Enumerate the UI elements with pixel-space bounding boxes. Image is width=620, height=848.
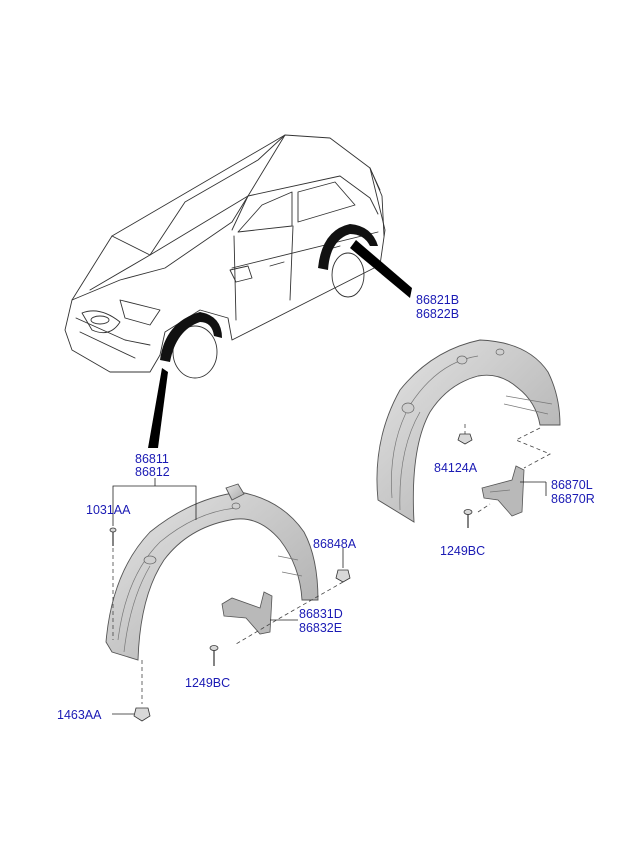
label-86822B: 86822B	[416, 307, 459, 321]
rear-dash-guide	[515, 427, 551, 469]
label-86831D: 86831D	[299, 607, 343, 621]
front-screw	[209, 645, 219, 666]
rear-wheel-liner	[376, 339, 561, 523]
front-bracket	[112, 478, 197, 526]
front-mud-flap	[221, 591, 273, 635]
front-wheel-liner	[105, 483, 319, 661]
label-86811: 86811	[135, 452, 169, 466]
label-86832E: 86832E	[299, 621, 342, 635]
label-86812: 86812	[135, 465, 170, 479]
front-callout	[148, 368, 168, 448]
front-nut	[335, 569, 351, 583]
label-1249BC-front: 1249BC	[185, 676, 230, 690]
car-outline	[64, 134, 386, 379]
label-1463AA: 1463AA	[57, 708, 102, 722]
label-86848A: 86848A	[313, 537, 357, 551]
label-86870R: 86870R	[551, 492, 595, 506]
front-dash-guide	[235, 581, 344, 645]
label-84124A: 84124A	[434, 461, 478, 475]
rear-screw	[463, 509, 473, 528]
rear-callout	[350, 240, 412, 298]
rear-clip	[457, 424, 473, 445]
label-1249BC-rear: 1249BC	[440, 544, 485, 558]
rear-mud-flap	[481, 465, 525, 517]
front-bottom-nut	[133, 707, 151, 722]
front-top-screw	[109, 527, 117, 546]
label-1031AA: 1031AA	[86, 503, 131, 517]
label-86821B: 86821B	[416, 293, 459, 307]
label-86870L: 86870L	[551, 478, 593, 492]
